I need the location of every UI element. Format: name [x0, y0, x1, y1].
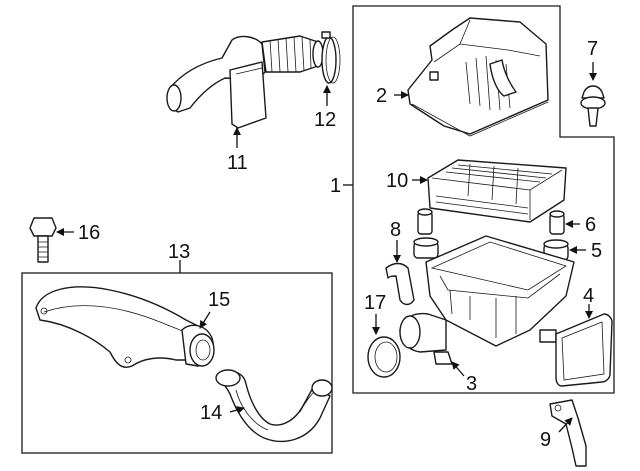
ring-clamp-part [367, 336, 401, 378]
callout-11: 11 [227, 152, 248, 174]
callout-9: 9 [540, 429, 551, 451]
callout-8: 8 [390, 219, 401, 241]
air-filter-part [427, 159, 567, 223]
callout-12: 12 [314, 109, 336, 131]
callout-10: 10 [386, 170, 408, 192]
callout-15: 15 [208, 289, 230, 311]
callout-leaders [56, 62, 597, 433]
push-clip-part [580, 85, 606, 127]
callout-14: 14 [200, 402, 222, 424]
callout-13: 13 [168, 241, 190, 263]
callout-7: 7 [587, 38, 598, 60]
intake-hose-part [215, 369, 333, 442]
air-cleaner-housing-part [399, 235, 575, 365]
mount-bushing-parts [413, 208, 569, 261]
callout-4: 4 [583, 285, 594, 307]
intake-duct-assembly-box [21, 272, 333, 454]
intake-duct-part [35, 286, 215, 368]
callout-3: 3 [466, 373, 477, 395]
callout-17: 17 [364, 292, 386, 314]
callout-5: 5 [591, 240, 602, 262]
strap-part [385, 262, 415, 306]
air-cleaner-cover-part [407, 17, 549, 137]
callout-16: 16 [78, 222, 100, 244]
hose-clamp-part [321, 31, 341, 84]
callout-2: 2 [376, 85, 387, 107]
bolt-part [29, 217, 57, 263]
air-cleaner-assembly-box [352, 5, 615, 394]
intake-resonator-part [166, 35, 324, 129]
callout-1: 1 [330, 175, 341, 197]
mounting-bracket-part [549, 399, 587, 467]
housing-seal-part [555, 313, 613, 387]
callout-6: 6 [585, 214, 596, 236]
